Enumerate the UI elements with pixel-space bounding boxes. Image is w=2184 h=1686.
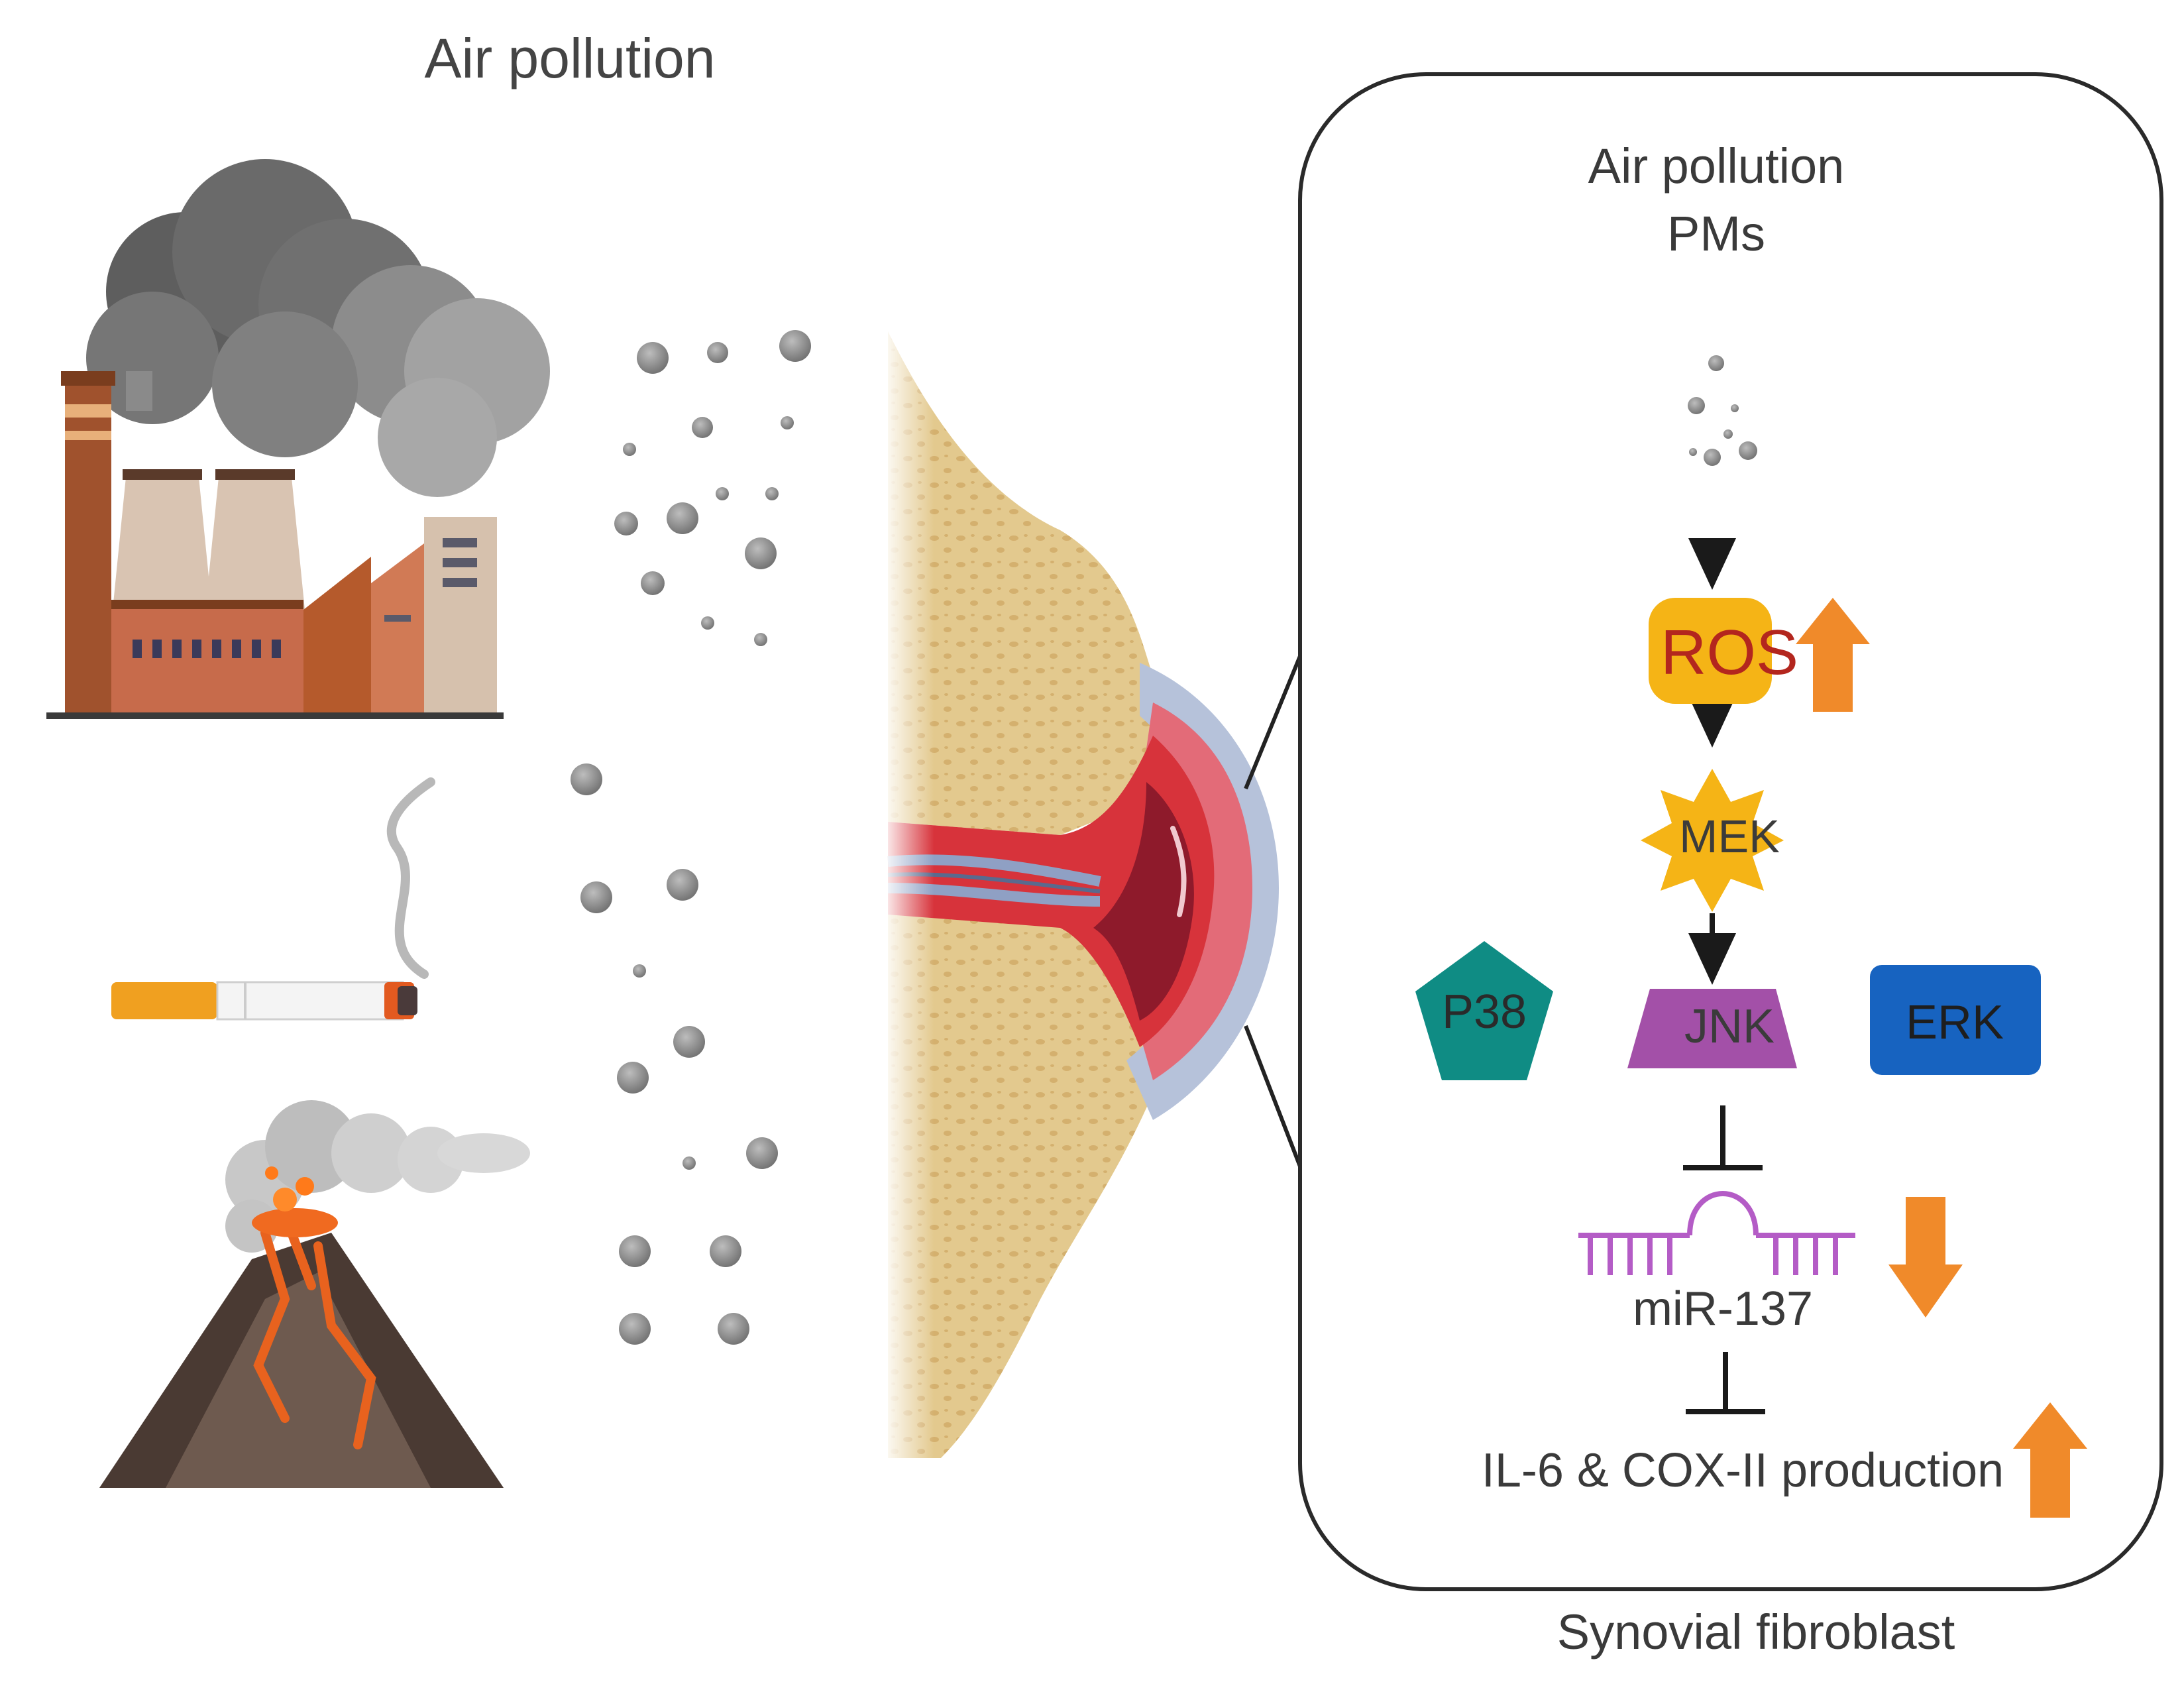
pathway-arrows	[1688, 538, 1736, 985]
inhibit-mir-il6	[1686, 1352, 1765, 1414]
ros-up-arrow	[1796, 598, 1870, 712]
panel-subtitle: PMs	[1667, 206, 1765, 261]
panel-title: Air pollution	[1588, 139, 1845, 194]
zoom-line-top	[1244, 655, 1302, 790]
ros-label: ROS	[1660, 617, 1799, 688]
mek-node	[1641, 769, 1784, 912]
zoom-line-bottom	[1244, 1025, 1302, 1168]
pm-particles	[571, 330, 811, 1345]
jnk-label: JNK	[1684, 1000, 1775, 1053]
pm-particles-panel	[1688, 355, 1757, 466]
p38-label: P38	[1441, 985, 1527, 1039]
erk-node	[1870, 965, 2041, 1075]
volcano-icon	[99, 1100, 530, 1488]
mirna-label: miR-137	[1632, 1282, 1814, 1335]
factory-icon	[46, 159, 550, 719]
cigarette-icon	[111, 777, 435, 1021]
mek-label: MEK	[1679, 811, 1780, 862]
jnk-node	[1627, 989, 1797, 1068]
joint-illustration	[881, 318, 1279, 1471]
ros-node	[1649, 598, 1772, 704]
panel-caption: Synovial fibroblast	[1556, 1604, 1955, 1659]
p38-node	[1415, 941, 1553, 1080]
erk-label: ERK	[1905, 996, 2004, 1049]
figure-title: Air pollution	[424, 27, 716, 89]
outcome-label: IL-6 & COX-II production	[1481, 1444, 2004, 1497]
mirna-down-arrow	[1888, 1197, 1963, 1318]
il6-up-arrow	[2013, 1402, 2087, 1518]
inhibit-jnk-mir	[1683, 1105, 1763, 1170]
mirna-hairpin	[1578, 1191, 1855, 1275]
